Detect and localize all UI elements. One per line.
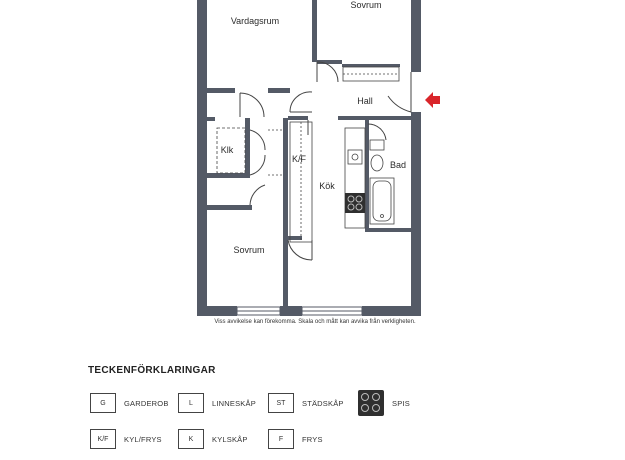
legend-label: SPIS	[392, 398, 410, 408]
legend-label: KYL/FRYS	[124, 434, 162, 444]
room-label-vardagsrum: Vardagsrum	[231, 16, 279, 26]
legend-label: STÄDSKÅP	[302, 398, 344, 408]
room-label-sovrum-bottom: Sovrum	[233, 245, 264, 255]
room-label-sovrum-top: Sovrum	[350, 0, 381, 10]
legend-item-linneskap: L LINNESKÅP	[178, 392, 256, 414]
legend-code-box: K	[178, 429, 204, 449]
legend-code-box: L	[178, 393, 204, 413]
legend-item-frys: F FRYS	[268, 428, 323, 450]
room-label-kf: K/F	[292, 154, 307, 164]
legend-label: GARDEROB	[124, 398, 169, 408]
legend-item-kylfrys: K/F KYL/FRYS	[90, 428, 162, 450]
room-label-hall: Hall	[357, 96, 373, 106]
legend-code-box: G	[90, 393, 116, 413]
disclaimer-text: Viss avvikelse kan förekomma. Skala och …	[214, 319, 416, 325]
room-label-kok: Kök	[319, 181, 335, 191]
stove-icon	[345, 193, 365, 213]
legend-code-box: ST	[268, 393, 294, 413]
legend-item-kylskap: K KYLSKÅP	[178, 428, 248, 450]
room-label-bad: Bad	[390, 160, 406, 170]
room-label-klk: Klk	[221, 145, 234, 155]
legend-label: LINNESKÅP	[212, 398, 256, 408]
stove-icon	[358, 390, 384, 416]
entrance-icon	[425, 92, 440, 108]
legend-item-spis: SPIS	[358, 389, 410, 417]
legend-item-garderob: G GARDEROB	[90, 392, 169, 414]
legend-title: TECKENFÖRKLARINGAR	[88, 365, 216, 376]
legend-label: FRYS	[302, 434, 323, 444]
legend-code-box: F	[268, 429, 294, 449]
legend-label: KYLSKÅP	[212, 434, 248, 444]
legend-item-stadskap: ST STÄDSKÅP	[268, 392, 344, 414]
legend-code-box: K/F	[90, 429, 116, 449]
floor-plan: Vardagsrum Sovrum Hall Klk K/F Kök Bad S…	[197, 0, 440, 316]
